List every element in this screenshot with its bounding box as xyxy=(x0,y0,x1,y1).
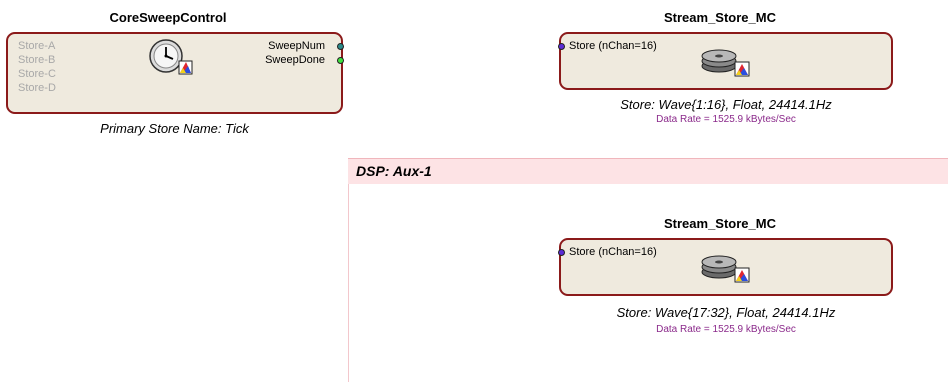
sweep-caption: Primary Store Name: Tick xyxy=(100,121,249,136)
input-port-store-a[interactable]: Store-A xyxy=(18,40,56,52)
store-bottom-input-label[interactable]: Store (nChan=16) xyxy=(569,246,657,258)
input-port-store-d[interactable]: Store-D xyxy=(18,82,56,94)
disk-stack-icon xyxy=(701,255,750,283)
sweep-block-title: CoreSweepControl xyxy=(109,10,227,25)
disk-stack-icon xyxy=(701,49,750,77)
store-top-input-label[interactable]: Store (nChan=16) xyxy=(569,40,657,52)
sweepdone-port-connector[interactable] xyxy=(337,57,344,64)
input-port-store-b[interactable]: Store-B xyxy=(18,54,56,66)
store-bottom-title: Stream_Store_MC xyxy=(664,216,776,231)
output-port-sweepnum-label: SweepNum xyxy=(268,40,325,52)
store-bottom-caption: Store: Wave{17:32}, Float, 24414.1Hz xyxy=(616,305,836,320)
sweepnum-port-connector[interactable] xyxy=(337,43,344,50)
sweep-control-block[interactable]: Store-A Store-B Store-C Store-D SweepNum… xyxy=(6,32,344,114)
dsp-region-border xyxy=(348,184,349,382)
input-port-store-c[interactable]: Store-C xyxy=(18,68,56,80)
output-port-sweepdone-label: SweepDone xyxy=(265,54,325,66)
store-top-caption: Store: Wave{1:16}, Float, 24414.1Hz xyxy=(620,97,832,112)
store-top-title: Stream_Store_MC xyxy=(664,10,776,25)
dsp-header[interactable]: DSP: Aux-1 xyxy=(348,158,948,184)
clock-icon xyxy=(149,39,193,75)
store-top-input-connector[interactable] xyxy=(558,43,565,50)
store-top-data-rate: Data Rate = 1525.9 kBytes/Sec xyxy=(656,114,796,125)
store-bottom-data-rate: Data Rate = 1525.9 kBytes/Sec xyxy=(656,324,796,335)
store-bottom-input-connector[interactable] xyxy=(558,249,565,256)
stream-store-top-block[interactable]: Store (nChan=16) xyxy=(558,32,893,90)
stream-store-bottom-block[interactable]: Store (nChan=16) xyxy=(558,238,893,296)
dsp-title: DSP: Aux-1 xyxy=(356,163,432,179)
